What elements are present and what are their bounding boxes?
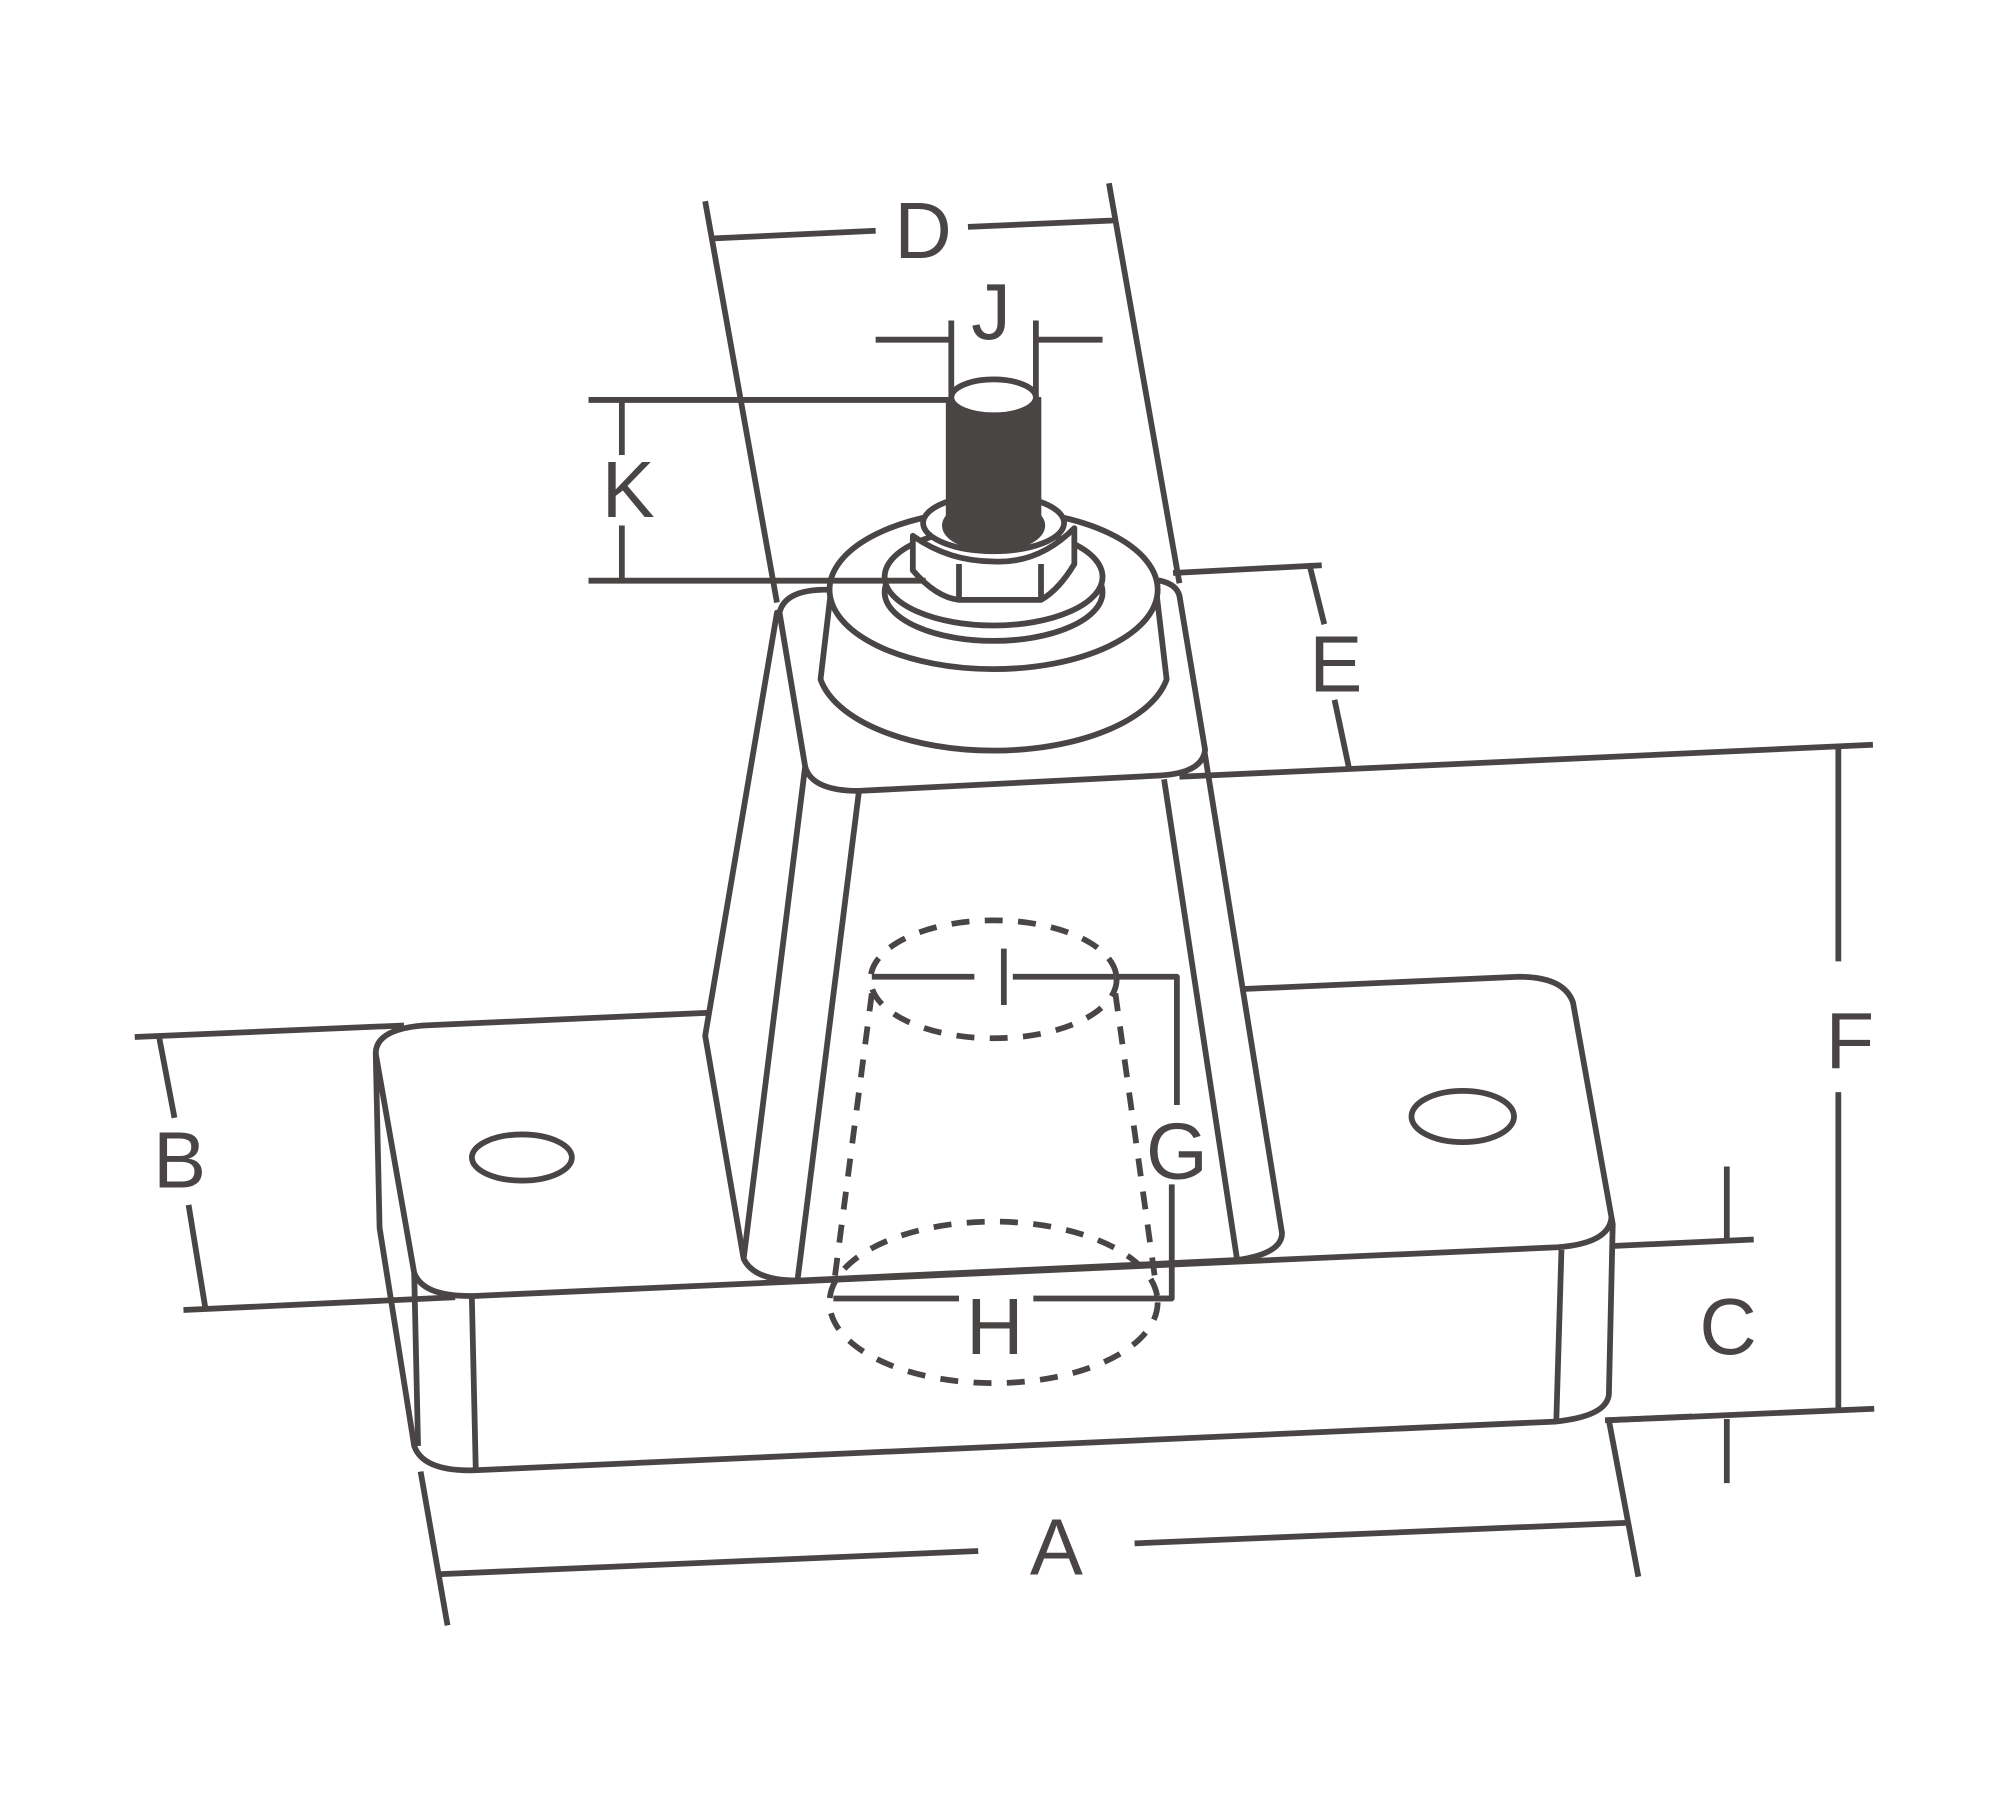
dimension-label-d: D (894, 186, 951, 275)
dimension-label-f: F (1826, 996, 1875, 1085)
dimension-label-h: H (966, 1282, 1023, 1371)
dimension-label-k: K (602, 445, 655, 534)
dimension-label-a: A (1030, 1503, 1083, 1592)
threaded-stud (941, 376, 1046, 552)
dimension-label-g: G (1146, 1107, 1208, 1196)
dimension-label-e: E (1309, 619, 1362, 708)
dimension-label-c: C (1699, 1282, 1756, 1371)
mounting-hole-right (1408, 1087, 1517, 1146)
dimension-label-b: B (153, 1116, 206, 1205)
bracket (702, 577, 1285, 1284)
mounting-hole-left (468, 1131, 575, 1184)
dimension-label-j: J (971, 267, 1011, 356)
dimension-lines (134, 182, 1875, 1626)
